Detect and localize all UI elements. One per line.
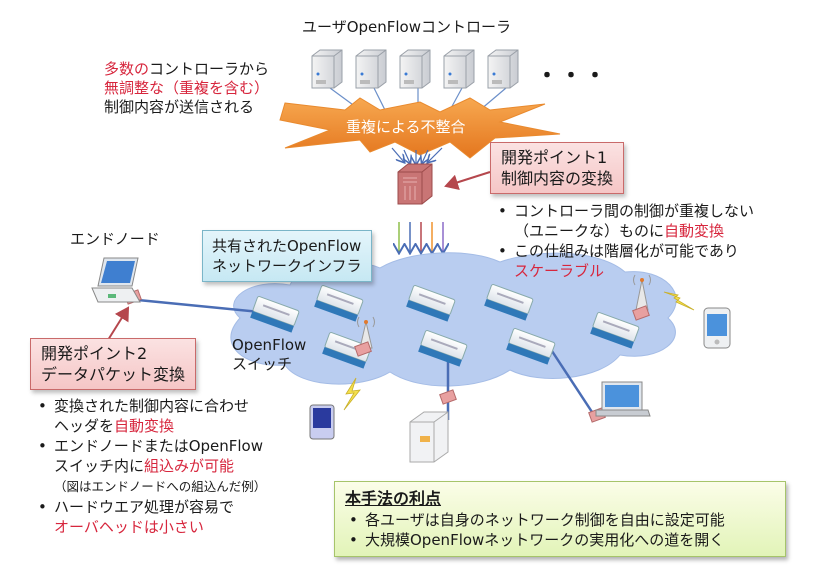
openflow-switch-icon: [314, 285, 364, 322]
shared-infra-line2: ネットワークインフラ: [212, 257, 362, 275]
end-node-label: エンドノード: [70, 230, 160, 248]
openflow-switch-icon: [418, 330, 468, 367]
switch-label: OpenFlow スイッチ: [232, 336, 307, 373]
dev-point-1-box: 開発ポイント1 制御内容の変換: [490, 142, 625, 194]
dev-point-1-pointer: [444, 171, 491, 190]
dev-point-1-bullets: コントローラ間の制御が重複しない（ユニークな）ものに自動変換 この仕組みは階層化…: [494, 201, 754, 281]
server-icon: [399, 49, 431, 89]
pda-icon: [703, 307, 731, 349]
dev-point-2-title: 開発ポイント2: [41, 344, 148, 363]
benefits-box: 本手法の利点 各ユーザは自身のネットワーク制御を自由に設定可能 大規模OpenF…: [334, 481, 786, 557]
conflict-burst-label: 重複による不整合: [346, 118, 466, 136]
openflow-switches: [250, 284, 640, 369]
problem-line3: 制御内容が送信される: [104, 98, 255, 116]
colored-output-arrows: [399, 222, 443, 252]
burst-to-converter-arrows: [391, 147, 443, 164]
wireless-signal-icon: [663, 291, 695, 311]
laptop-icon: [595, 381, 651, 417]
converter-icon: [354, 341, 372, 357]
controllers-title: ユーザOpenFlowコントローラ: [302, 18, 512, 36]
openflow-switch-icon: [590, 312, 640, 349]
problem-text: 多数のコントローラから 無調整な（重複を含む） 制御内容が送信される: [104, 60, 269, 117]
openflow-switch-icon: [484, 284, 534, 321]
bullet-item: コントローラ間の制御が重複しない（ユニークな）ものに自動変換: [494, 201, 754, 241]
openflow-switch-icon: [406, 285, 456, 322]
bullet-item: エンドノードまたはOpenFlowスイッチ内に組込みが可能（図はエンドノードへの…: [34, 436, 266, 497]
benefit-item: 大規模OpenFlowネットワークの実用化への道を開く: [345, 530, 775, 550]
converter-icon: [632, 305, 650, 321]
dev-point-2-box: 開発ポイント2 データパケット変換: [30, 338, 197, 390]
shared-infra-box: 共有されたOpenFlow ネットワークインフラ: [202, 230, 372, 282]
dev-point-2-pointer: [107, 306, 130, 341]
controller-servers: [311, 49, 519, 89]
server-icon: [311, 49, 343, 89]
server-icon: [443, 49, 475, 89]
shared-infra-line1: 共有されたOpenFlow: [212, 237, 362, 255]
storage-server-icon: [409, 411, 449, 463]
benefits-title: 本手法の利点: [345, 489, 442, 508]
problem-line1-red: 多数の: [104, 60, 150, 78]
dev-point-2-subtitle: データパケット変換: [41, 365, 186, 384]
problem-line2: 無調整な（重複を含む）: [104, 79, 270, 97]
benefit-item: 各ユーザは自身のネットワーク制御を自由に設定可能: [345, 510, 775, 530]
openflow-switch-icon: [506, 328, 556, 365]
benefits-list: 各ユーザは自身のネットワーク制御を自由に設定可能 大規模OpenFlowネットワ…: [345, 510, 775, 550]
wireless-signal-icon: [343, 377, 361, 411]
pda-icon: [309, 404, 335, 440]
conflict-burst-shape: [279, 97, 561, 159]
converter-server-icon: [397, 163, 433, 205]
converter-icon: [439, 389, 457, 405]
server-icon: [487, 49, 519, 89]
dev-point-1-title: 開発ポイント1: [501, 148, 608, 167]
server-icon: [355, 49, 387, 89]
dev-point-1-subtitle: 制御内容の変換: [501, 169, 614, 188]
problem-line1: コントローラから: [149, 60, 270, 78]
openflow-switch-icon: [250, 296, 300, 333]
end-node-laptop-icon: [91, 257, 141, 303]
more-controllers-ellipsis: ・・・: [536, 64, 609, 89]
